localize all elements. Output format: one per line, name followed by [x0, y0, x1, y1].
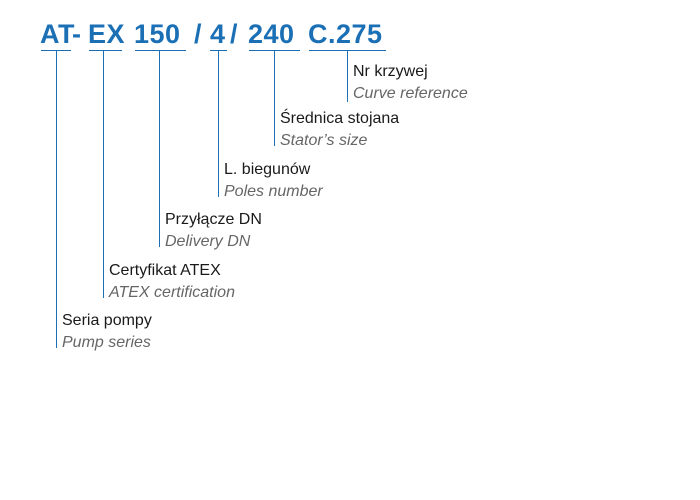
- underline-curve: [309, 50, 386, 51]
- label-poles-pl: L. biegunów: [224, 161, 311, 178]
- label-dn-en: Delivery DN: [165, 233, 251, 250]
- code-slash-2: /: [230, 19, 239, 49]
- underline-stator: [249, 50, 300, 51]
- code-dn: 150: [134, 19, 181, 49]
- underline-atex: [89, 50, 122, 51]
- code-series: AT: [40, 19, 75, 49]
- code-dash: -: [72, 19, 82, 49]
- leader-curve: [347, 51, 348, 102]
- leader-poles: [218, 51, 219, 197]
- code-stator: 240: [248, 19, 295, 49]
- label-series-en: Pump series: [62, 334, 151, 351]
- leader-series: [56, 51, 57, 348]
- label-stator-pl: Średnica stojana: [280, 110, 400, 127]
- label-atex-en: ATEX certification: [109, 284, 235, 301]
- label-series-pl: Seria pompy: [62, 312, 152, 329]
- label-poles-en: Poles number: [224, 183, 323, 200]
- leader-atex: [103, 51, 104, 298]
- code-atex: EX: [88, 19, 126, 49]
- leader-dn: [159, 51, 160, 247]
- underline-series: [41, 50, 71, 51]
- label-dn-pl: Przyłącze DN: [165, 211, 262, 228]
- label-curve-pl: Nr krzywej: [353, 63, 428, 80]
- code-curve: C.275: [308, 19, 383, 49]
- label-curve-en: Curve reference: [353, 85, 468, 102]
- code-poles: 4: [210, 19, 226, 49]
- label-stator-en: Stator’s size: [280, 132, 368, 149]
- underline-dn: [135, 50, 186, 51]
- underline-poles: [210, 50, 227, 51]
- label-atex-pl: Certyfikat ATEX: [109, 262, 221, 279]
- code-slash-1: /: [194, 19, 203, 49]
- leader-stator: [274, 51, 275, 146]
